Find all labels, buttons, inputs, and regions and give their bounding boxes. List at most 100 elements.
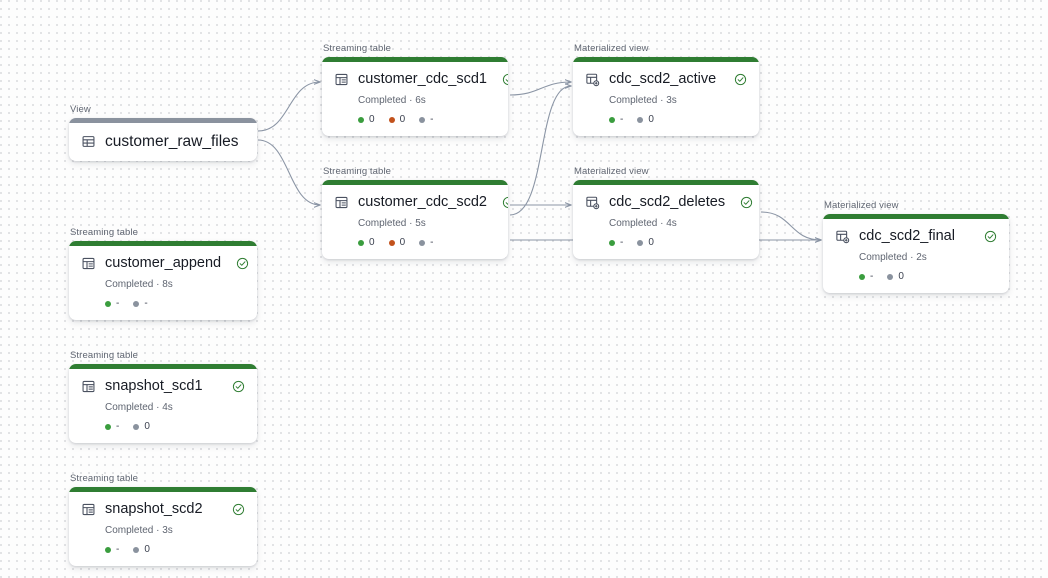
check-circle-icon (734, 73, 747, 86)
node-accent-bar (69, 364, 257, 369)
node-card[interactable]: snapshot_scd2 Completed · 3s-0 (69, 487, 257, 566)
edge-customer_raw_files-to-customer_cdc_scd1 (257, 82, 320, 132)
node-accent-bar (322, 180, 508, 185)
node-title: customer_cdc_scd1 (358, 71, 487, 87)
node-metric-gray: 0 (637, 237, 654, 248)
node-title-row: cdc_scd2_deletes (585, 194, 753, 211)
graph-node-customer_cdc_scd1[interactable]: Streaming table customer_cdc_scd1 Comple… (322, 43, 508, 136)
node-status-text: Completed · 2s (859, 252, 927, 263)
node-metrics-row: -- (105, 298, 245, 309)
streaming-table-icon (81, 379, 96, 394)
materialized-view-icon (835, 229, 850, 244)
green-dot-icon (105, 300, 111, 307)
node-metric-value: - (620, 114, 624, 125)
check-circle-icon (740, 196, 753, 209)
node-metric-green: - (609, 237, 623, 248)
node-metric-gray: 0 (887, 271, 904, 282)
node-metrics-row: -0 (105, 421, 245, 432)
node-metric-green: 0 (358, 237, 375, 248)
node-metric-value: - (116, 298, 120, 309)
node-status-text: Completed · 3s (105, 525, 173, 536)
gray-dot-icon (419, 239, 426, 246)
node-metric-orange: 0 (388, 114, 406, 125)
node-card[interactable]: cdc_scd2_final Completed · 2s-0 (823, 214, 1009, 293)
node-metric-gray: - (419, 237, 433, 248)
node-title: cdc_scd2_deletes (609, 194, 726, 210)
green-dot-icon (609, 239, 615, 246)
node-card[interactable]: cdc_scd2_deletes Completed · 4s-0 (573, 180, 759, 259)
node-status-text: Completed · 4s (609, 218, 677, 229)
orange-dot-icon (388, 239, 395, 246)
node-body: snapshot_scd2 Completed · 3s-0 (69, 492, 257, 566)
node-body: cdc_scd2_deletes Completed · 4s-0 (573, 185, 759, 259)
streaming-table-icon (334, 72, 349, 87)
node-accent-bar (573, 180, 759, 185)
node-metric-value: 0 (399, 114, 406, 125)
graph-node-snapshot_scd2[interactable]: Streaming table snapshot_scd2 Completed … (69, 473, 257, 566)
node-metric-value: 0 (648, 237, 654, 248)
node-title: cdc_scd2_final (859, 228, 955, 244)
graph-node-snapshot_scd1[interactable]: Streaming table snapshot_scd1 Completed … (69, 350, 257, 443)
node-accent-bar (823, 214, 1009, 219)
node-body: cdc_scd2_final Completed · 2s-0 (823, 219, 1009, 293)
node-body: customer_append Completed · 8s-- (69, 246, 257, 320)
node-card[interactable]: snapshot_scd1 Completed · 4s-0 (69, 364, 257, 443)
node-metric-gray: 0 (133, 544, 150, 555)
node-accent-bar (573, 57, 759, 62)
node-metric-gray: 0 (133, 421, 150, 432)
node-metric-value: 0 (399, 237, 406, 248)
node-kind-label: Streaming table (70, 350, 139, 361)
table-icon (81, 134, 96, 149)
node-title: customer_raw_files (105, 133, 239, 150)
node-title-row: customer_cdc_scd2 (334, 194, 508, 211)
node-status-text: Completed · 8s (105, 279, 173, 290)
node-metric-value: - (430, 237, 434, 248)
node-metric-green: - (105, 298, 119, 309)
edge-customer_cdc_scd1-to-cdc_scd2_active (509, 82, 571, 96)
graph-node-cdc_scd2_deletes[interactable]: Materialized view cdc_scd2_deletes Compl… (573, 166, 759, 259)
graph-node-customer_cdc_scd2[interactable]: Streaming table customer_cdc_scd2 Comple… (322, 166, 508, 259)
node-metric-orange: 0 (388, 237, 406, 248)
node-body: snapshot_scd1 Completed · 4s-0 (69, 369, 257, 443)
node-body: customer_raw_files (69, 123, 257, 161)
node-accent-bar (69, 241, 257, 246)
node-body: cdc_scd2_active Completed · 3s-0 (573, 62, 759, 136)
node-title: customer_cdc_scd2 (358, 194, 487, 210)
graph-node-cdc_scd2_final[interactable]: Materialized view cdc_scd2_final Complet… (823, 200, 1009, 293)
gray-dot-icon (133, 546, 140, 553)
streaming-table-icon (81, 256, 96, 271)
check-circle-icon (232, 503, 245, 516)
graph-node-cdc_scd2_active[interactable]: Materialized view cdc_scd2_active Comple… (573, 43, 759, 136)
streaming-table-icon (81, 502, 96, 517)
graph-node-customer_append[interactable]: Streaming table customer_append Complete… (69, 227, 257, 320)
node-card[interactable]: customer_raw_files (69, 118, 257, 161)
node-metric-value: 0 (144, 421, 150, 432)
node-kind-label: Streaming table (70, 473, 139, 484)
check-circle-icon (984, 230, 997, 243)
edge-cdc_scd2_deletes-to-cdc_scd2_final (760, 211, 821, 240)
node-metric-value: 0 (898, 271, 904, 282)
node-metric-gray: - (419, 114, 433, 125)
node-card[interactable]: cdc_scd2_active Completed · 3s-0 (573, 57, 759, 136)
node-metrics-row: -0 (609, 237, 747, 248)
materialized-view-icon (585, 195, 600, 210)
orange-dot-icon (388, 116, 395, 123)
node-metric-value: 0 (648, 114, 654, 125)
node-metric-green: - (859, 271, 873, 282)
node-metric-green: - (105, 421, 119, 432)
node-metric-value: 0 (144, 544, 150, 555)
node-title-row: cdc_scd2_active (585, 71, 747, 88)
node-card[interactable]: customer_append Completed · 8s-- (69, 241, 257, 320)
node-title: cdc_scd2_active (609, 71, 717, 87)
node-metric-value: 0 (369, 114, 375, 125)
graph-node-customer_raw_files[interactable]: View customer_raw_files (69, 104, 257, 161)
node-metric-gray: 0 (637, 114, 654, 125)
green-dot-icon (609, 116, 615, 123)
node-metric-value: - (430, 114, 434, 125)
node-metric-value: - (620, 237, 624, 248)
node-metrics-row: -0 (859, 271, 997, 282)
green-dot-icon (105, 423, 111, 430)
